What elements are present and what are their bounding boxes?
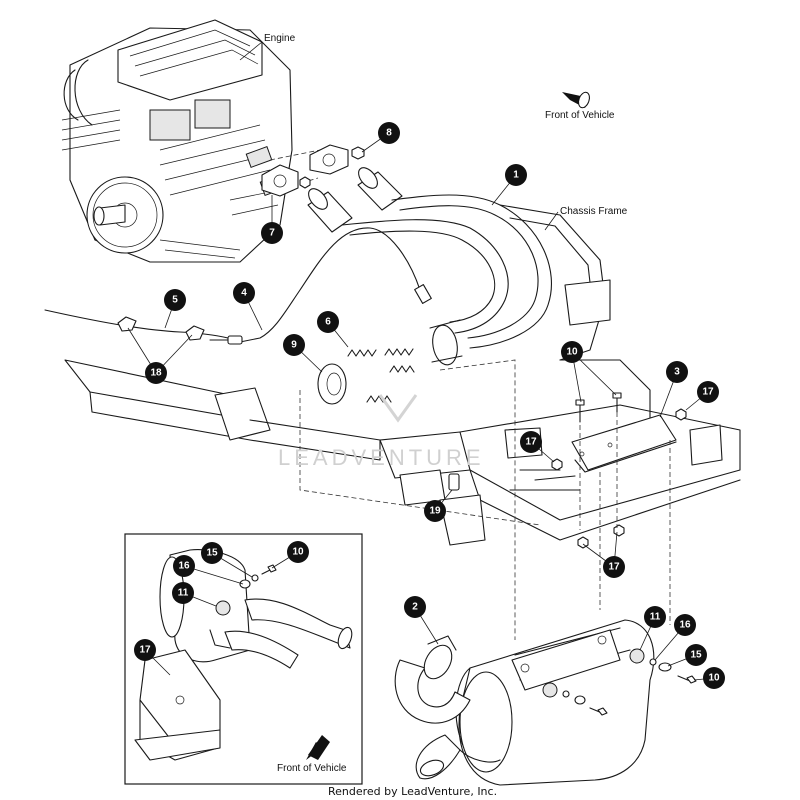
svg-text:11: 11	[178, 588, 189, 599]
front-of-vehicle-label-bottom: Front of Vehicle	[277, 763, 347, 774]
svg-text:2: 2	[412, 602, 418, 613]
svg-text:1: 1	[513, 170, 519, 181]
callout-18: 18	[145, 362, 167, 384]
svg-text:17: 17	[525, 437, 537, 448]
callout-10-frame: 10	[561, 341, 583, 363]
callout-17-right: 17	[697, 381, 719, 403]
callout-6: 6	[317, 311, 339, 333]
svg-text:8: 8	[386, 128, 392, 139]
svg-text:18: 18	[150, 368, 162, 379]
oxygen-sensor-wire	[209, 227, 432, 345]
callout-15-inset: 15	[201, 542, 223, 564]
watermark: LEADVENTURE	[278, 394, 485, 470]
callout-1: 1	[505, 164, 527, 186]
svg-text:10: 10	[292, 547, 304, 558]
callout-17-left: 17	[520, 431, 542, 453]
svg-text:16: 16	[679, 620, 691, 631]
callout-2: 2	[404, 596, 426, 618]
svg-text:15: 15	[690, 650, 702, 661]
callout-11-muffler: 11	[644, 606, 666, 628]
callout-9: 9	[283, 334, 305, 356]
svg-text:11: 11	[650, 612, 661, 623]
chassis-frame-label: Chassis Frame	[560, 206, 628, 217]
credit-text: Rendered by LeadVenture, Inc.	[328, 785, 497, 798]
engine-drawing	[61, 19, 331, 263]
svg-text:16: 16	[178, 561, 190, 572]
svg-text:17: 17	[139, 645, 151, 656]
callout-17-inset: 17	[134, 639, 156, 661]
exhaust-springs	[347, 348, 415, 403]
svg-text:5: 5	[172, 295, 178, 306]
svg-text:19: 19	[429, 506, 441, 517]
callout-4: 4	[233, 282, 255, 304]
chassis-frame	[64, 204, 741, 546]
front-of-vehicle-label-top: Front of Vehicle	[545, 110, 615, 121]
svg-text:4: 4	[241, 288, 247, 299]
assembly-guide-lines	[299, 359, 671, 640]
muffler-hardware	[562, 658, 697, 716]
callout-10-inset: 10	[287, 541, 309, 563]
svg-text:7: 7	[269, 228, 275, 239]
front-arrow-top	[562, 91, 590, 109]
svg-text:9: 9	[291, 340, 297, 351]
shield-bolts	[551, 392, 687, 549]
front-arrow-bottom	[306, 735, 330, 760]
svg-text:17: 17	[702, 387, 714, 398]
muffler-assembly	[394, 619, 655, 786]
watermark-text: LEADVENTURE	[278, 445, 485, 470]
callout-17-lower: 17	[603, 556, 625, 578]
engine-label: Engine	[264, 33, 296, 44]
svg-text:10: 10	[566, 347, 578, 358]
svg-text:6: 6	[325, 317, 331, 328]
heat-shield	[571, 414, 677, 473]
svg-text:15: 15	[206, 548, 218, 559]
exhaust-gaskets	[261, 144, 349, 197]
callout-7: 7	[261, 222, 283, 244]
callout-15-muffler: 15	[685, 644, 707, 666]
callout-19: 19	[424, 500, 446, 522]
svg-text:10: 10	[708, 673, 720, 684]
callout-11-inset: 11	[172, 582, 194, 604]
callout-8: 8	[378, 122, 400, 144]
sensor-plug	[448, 473, 460, 491]
exhaust-header-pipe	[307, 167, 552, 366]
callout-16-inset: 16	[173, 555, 195, 577]
svg-text:3: 3	[674, 367, 680, 378]
callout-10-muffler: 10	[703, 667, 725, 689]
svg-text:17: 17	[608, 562, 620, 573]
exhaust-seal-ring	[317, 363, 347, 405]
flange-nuts	[299, 146, 365, 189]
callout-5: 5	[164, 289, 186, 311]
callout-3: 3	[666, 361, 688, 383]
wire-harness	[44, 309, 229, 341]
callout-16-muffler: 16	[674, 614, 696, 636]
